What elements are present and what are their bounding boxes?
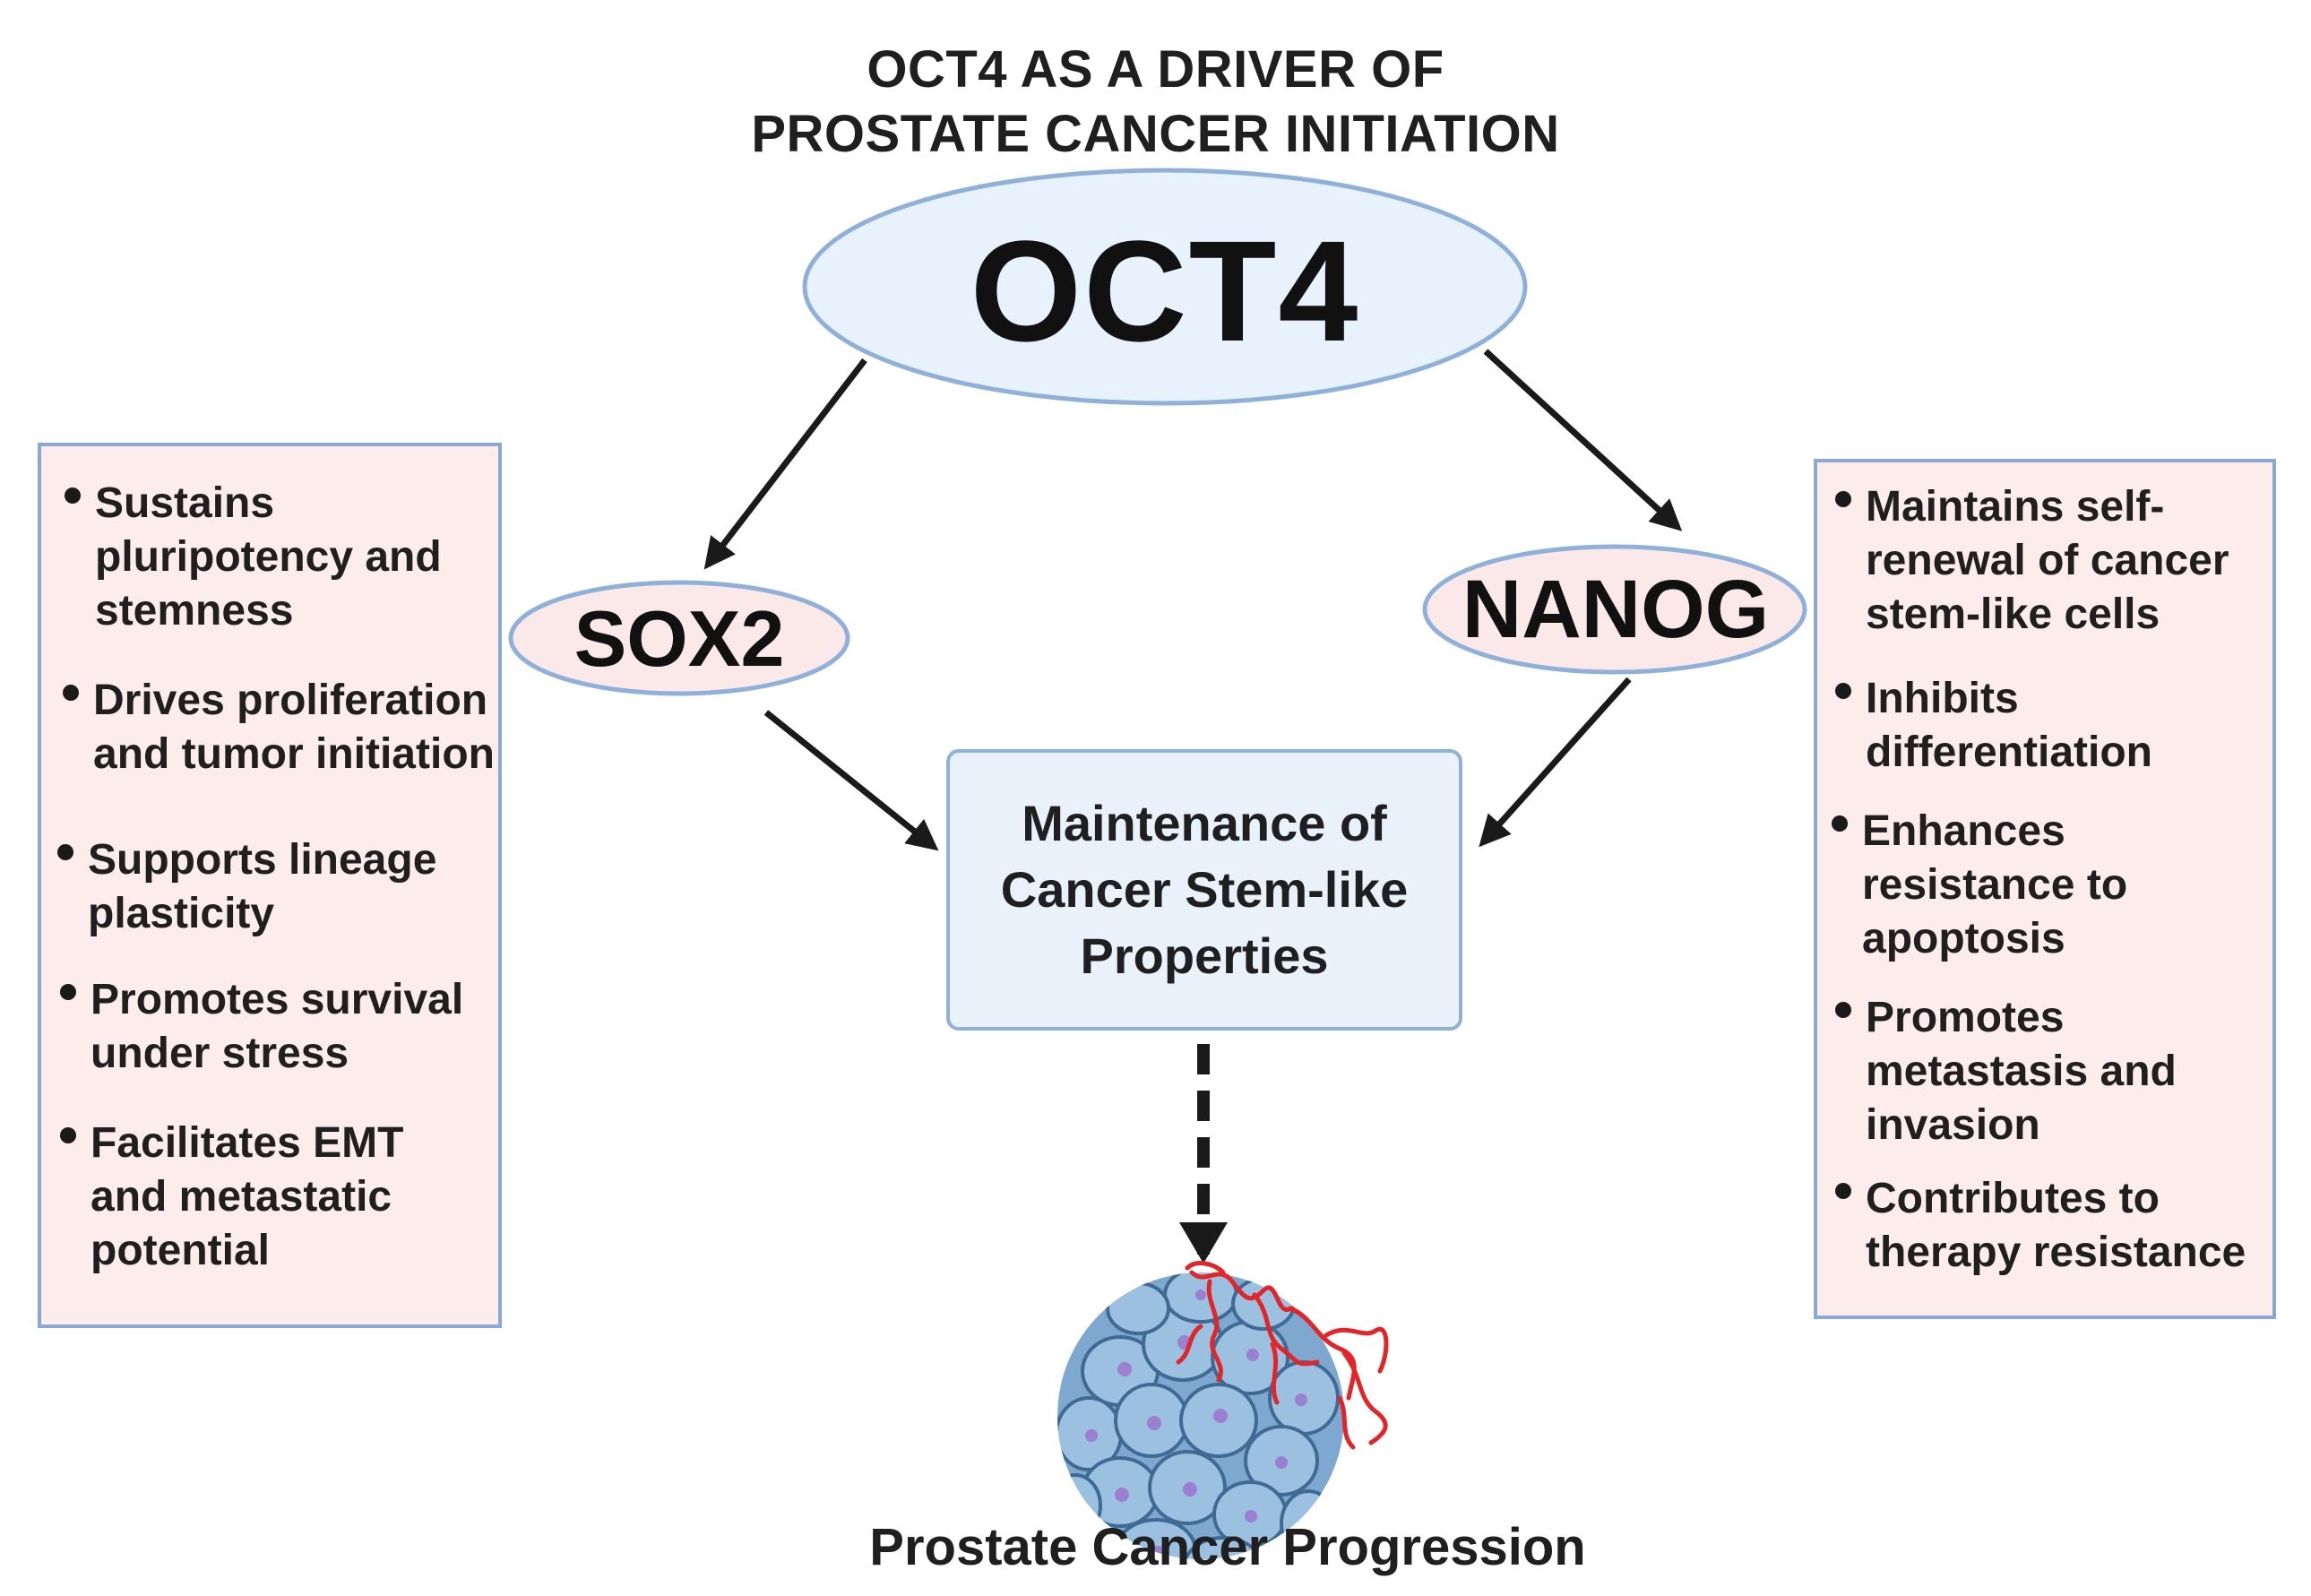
oct4-label: OCT4 (970, 211, 1360, 371)
nanog-function-item: Enhances resistance to apoptosis (1832, 805, 2238, 966)
title-line-2: PROSTATE CANCER INITIATION (751, 105, 1560, 163)
cancer-stem-properties-box: Maintenance of Cancer Stem-like Properti… (946, 749, 1462, 1031)
arrow-oct4-to-nanog (1483, 349, 1683, 531)
nanog-label: NANOG (1462, 563, 1770, 655)
arrow-oct4-to-sox2 (703, 358, 867, 570)
sox2-function-item: Sustains pluripotency and stemness (65, 477, 489, 638)
cancer-stem-properties-label: Maintenance of Cancer Stem-like Properti… (1000, 795, 1409, 984)
title-line-1: OCT4 AS A DRIVER OF (867, 40, 1444, 99)
nanog-function-item: Inhibits differentiation (1835, 672, 2242, 780)
tumor-cell-cluster-icon (1057, 1261, 1389, 1559)
sox2-functions-box (38, 443, 502, 1328)
sox2-label: SOX2 (573, 593, 785, 683)
oct4-node (802, 168, 1528, 406)
nanog-function-item: Maintains self-renewal of cancer stem-li… (1835, 480, 2260, 642)
nanog-function-item: Promotes metastasis and invasion (1835, 991, 2242, 1152)
nanog-functions-box (1814, 459, 2276, 1319)
arrow-sox2-to-core (763, 710, 939, 851)
nanog-node (1422, 544, 1807, 675)
arrow-nanog-to-core (1479, 677, 1632, 848)
arrow-core-to-tumor-head (1179, 1222, 1228, 1264)
sox2-function-item: Promotes survival under stress (60, 973, 485, 1081)
sox2-node (508, 580, 850, 696)
sox2-function-item: Drives proliferation and tumor initiatio… (63, 674, 496, 781)
nanog-function-item: Contributes to therapy resistance (1835, 1172, 2260, 1280)
sox2-function-item: Supports lineage plasticity (57, 833, 482, 941)
prostate-cancer-progression-label: Prostate Cancer Progression (869, 1518, 1586, 1576)
sox2-function-item: Facilitates EMT and metastatic potential (60, 1117, 467, 1278)
